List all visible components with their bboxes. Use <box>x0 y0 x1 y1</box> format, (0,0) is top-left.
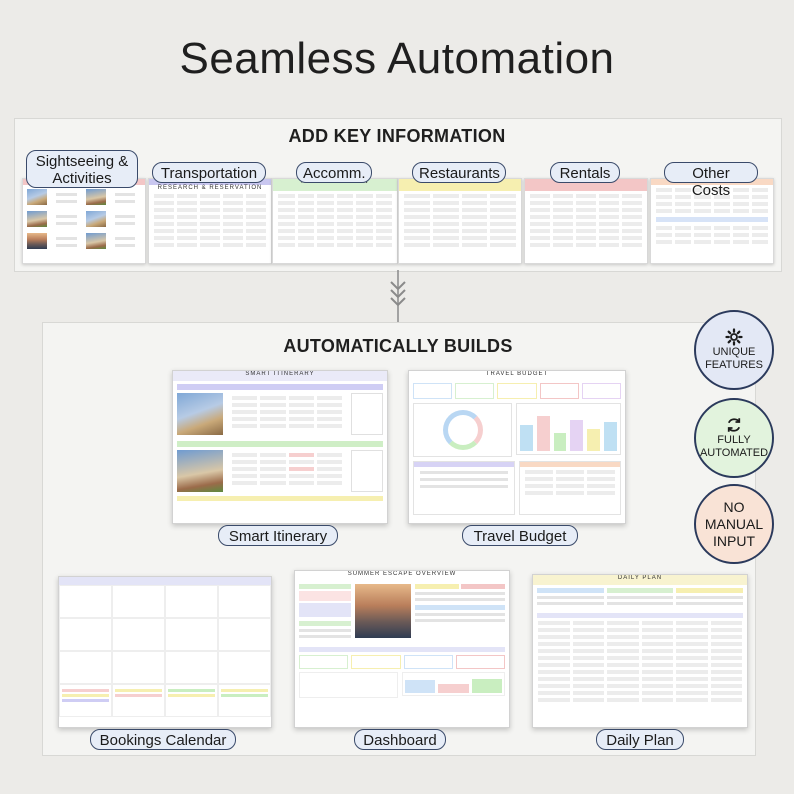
daily-plan-thumbnail: DAILY PLAN <box>532 574 748 728</box>
bookings-calendar-thumbnail <box>58 576 272 728</box>
accommodation-label: Accomm. <box>296 162 372 183</box>
smart-itinerary-header: SMART ITINERARY <box>173 371 387 381</box>
smart-itinerary-thumbnail: SMART ITINERARY <box>172 370 388 524</box>
transportation-label: Transportation <box>152 162 266 183</box>
sightseeing-activities-label: Sightseeing & Activities <box>26 150 138 188</box>
no-manual-input-line3: INPUT <box>713 532 755 549</box>
restaurants-sheet-thumbnail: RESTAURANTS <box>398 178 522 264</box>
unique-features-badge: UNIQUE FEATURES <box>694 310 774 390</box>
fully-automated-badge: FULLY AUTOMATED <box>694 398 774 478</box>
down-arrow-icon <box>390 270 406 324</box>
travel-budget-header: TRAVEL BUDGET <box>485 371 549 377</box>
fully-automated-line1: FULLY <box>717 434 751 446</box>
travel-budget-thumbnail: TRAVEL BUDGET <box>408 370 626 524</box>
transportation-sheet-thumbnail: RESEARCH & RESERVATION <box>148 178 272 264</box>
add-key-information-heading: ADD KEY INFORMATION <box>288 126 506 146</box>
sightseeing-sheet-thumbnail <box>22 178 146 264</box>
rentals-label: Rentals <box>550 162 620 183</box>
other-costs-label: Other Costs <box>664 162 758 199</box>
gear-icon <box>725 328 743 346</box>
daily-plan-header: DAILY PLAN <box>533 575 747 585</box>
unique-features-line2: FEATURES <box>705 359 763 371</box>
automatically-builds-heading: AUTOMATICALLY BUILDS <box>283 336 513 356</box>
fully-automated-line2: AUTOMATED <box>699 447 769 459</box>
dashboard-header: SUMMER ESCAPE OVERVIEW <box>347 571 457 577</box>
rentals-sheet-thumbnail: CAR RENTAL <box>524 178 648 264</box>
smart-itinerary-label: Smart Itinerary <box>218 525 338 546</box>
transportation-sheet-header: RESEARCH & RESERVATION <box>157 185 263 191</box>
restaurants-label: Restaurants <box>412 162 506 183</box>
dashboard-thumbnail: SUMMER ESCAPE OVERVIEW <box>294 570 510 728</box>
refresh-icon <box>727 418 741 432</box>
unique-features-line1: UNIQUE <box>712 346 756 358</box>
no-manual-input-line2: MANUAL <box>704 515 764 532</box>
no-manual-input-badge: NO MANUAL INPUT <box>694 484 774 564</box>
daily-plan-label: Daily Plan <box>596 729 684 750</box>
travel-budget-label: Travel Budget <box>462 525 578 546</box>
page-title: Seamless Automation <box>179 34 615 83</box>
dashboard-label: Dashboard <box>354 729 446 750</box>
bookings-calendar-label: Bookings Calendar <box>90 729 236 750</box>
accommodation-sheet-thumbnail: ACCOMMODATION <box>272 178 398 264</box>
no-manual-input-line1: NO <box>723 498 745 515</box>
